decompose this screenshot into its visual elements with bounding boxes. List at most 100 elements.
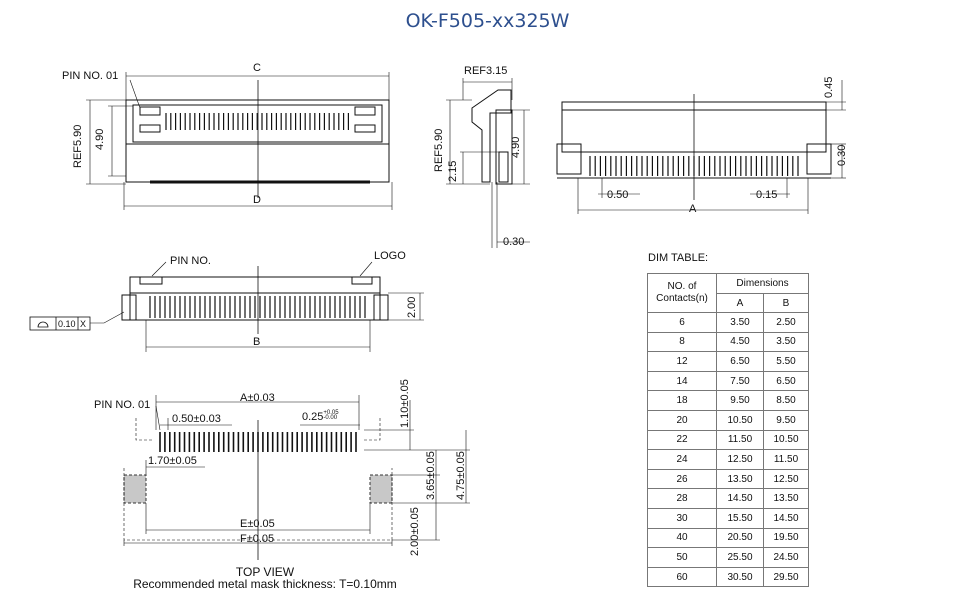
top-view <box>123 395 470 560</box>
dim-b-cell: 14.50 <box>763 507 809 529</box>
bottom-b-label: B <box>253 336 261 348</box>
ref315-label: REF3.15 <box>464 65 508 77</box>
col-a: A <box>716 293 764 313</box>
contacts-cell: 12 <box>647 351 717 372</box>
dim-table-title: DIM TABLE: <box>648 252 709 264</box>
dim-a-cell: 10.50 <box>716 409 764 431</box>
dim-a-cell: 7.50 <box>716 370 764 392</box>
contacts-cell: 14 <box>647 370 717 392</box>
contacts-cell: 40 <box>647 527 717 549</box>
dim-110-label: 1.10±0.05 <box>399 379 411 428</box>
drawing-title: OK-F505-xx325W <box>405 10 570 32</box>
side-490-label: 4.90 <box>510 136 522 158</box>
dim-a-cell: 4.50 <box>716 331 764 353</box>
bottom-pin-label: PIN NO. <box>170 255 211 267</box>
col-b: B <box>763 293 809 313</box>
dim-b-cell: 24.50 <box>763 547 809 568</box>
contacts-cell: 24 <box>647 449 717 470</box>
contacts-cell: 8 <box>647 331 717 353</box>
contacts-cell: 6 <box>647 312 717 333</box>
side-ref590-label: REF5.90 <box>433 128 445 172</box>
dim-b-cell: 11.50 <box>763 449 809 470</box>
dim-a-cell: 9.50 <box>716 390 764 411</box>
dim-200-label: 2.00±0.05 <box>409 507 421 556</box>
dim-475-label: 4.75±0.05 <box>455 451 467 500</box>
dim-a-cell: 25.50 <box>716 547 764 568</box>
dim-b-cell: 29.50 <box>763 566 809 588</box>
dim-a-cell: 20.50 <box>716 527 764 549</box>
contacts-cell: 28 <box>647 488 717 509</box>
contacts-cell: 26 <box>647 468 717 490</box>
f-dim-label: F±0.05 <box>240 533 275 545</box>
dim-b-cell: 8.50 <box>763 390 809 411</box>
dim-b-cell: 3.50 <box>763 331 809 353</box>
dim-b-cell: 10.50 <box>763 429 809 451</box>
front-ref590-label: REF5.90 <box>72 124 84 168</box>
dim-a-cell: 30.50 <box>716 566 764 588</box>
e-dim-label: E±0.05 <box>240 518 275 530</box>
dim-a-cell: 6.50 <box>716 351 764 372</box>
dim-b-cell: 2.50 <box>763 312 809 333</box>
dim-a-cell: 3.50 <box>716 312 764 333</box>
front-pin-01-label: PIN NO. 01 <box>62 70 119 82</box>
dim-170-label: 1.70±0.05 <box>148 455 197 467</box>
right-050-label: 0.50 <box>607 189 629 201</box>
contacts-cell: 20 <box>647 409 717 431</box>
right-a-label: A <box>689 203 697 215</box>
dim-365-label: 3.65±0.05 <box>425 451 437 500</box>
top-view-caption: TOP VIEW <box>235 565 295 579</box>
side-view <box>446 78 530 248</box>
right-view <box>556 80 846 214</box>
right-030-label: 0.30 <box>836 144 848 166</box>
dim-b-cell: 12.50 <box>763 468 809 490</box>
mask-thickness-caption: Recommended metal mask thickness: T=0.10… <box>133 577 397 591</box>
dim-a-cell: 15.50 <box>716 507 764 529</box>
logo-label: LOGO <box>374 250 406 262</box>
bottom-view <box>29 261 424 352</box>
dim-a-cell: 11.50 <box>716 429 764 451</box>
bottom-200-label: 2.00 <box>406 296 418 318</box>
pitch-label: 0.50±0.03 <box>172 413 221 425</box>
side-215-label: 2.15 <box>447 160 459 182</box>
dim-b-cell: 9.50 <box>763 409 809 431</box>
contacts-cell: 60 <box>647 566 717 588</box>
dim-b-cell: 13.50 <box>763 488 809 509</box>
contacts-cell: 22 <box>647 429 717 451</box>
dim-a-cell: 12.50 <box>716 449 764 470</box>
dim-b-cell: 5.50 <box>763 351 809 372</box>
dim-a-cell: 13.50 <box>716 468 764 490</box>
right-015-label: 0.15 <box>756 189 778 201</box>
dim-d-label: D <box>253 194 261 206</box>
pad-width-label: 0.25+0.05-0.00 <box>302 410 339 423</box>
dim-a-cell: 14.50 <box>716 488 764 509</box>
dim-b-cell: 19.50 <box>763 527 809 549</box>
coplanarity-datum: X <box>80 319 87 329</box>
col-dimensions: Dimensions <box>716 273 809 294</box>
contacts-cell: 30 <box>647 507 717 529</box>
a-dim-label: A±0.03 <box>240 392 275 404</box>
dim-c-label: C <box>253 62 261 74</box>
contacts-cell: 50 <box>647 547 717 568</box>
col-contacts: NO. of Contacts(n) <box>647 273 717 313</box>
front-view <box>86 72 393 210</box>
dim-b-cell: 6.50 <box>763 370 809 392</box>
right-045-label: 0.45 <box>823 76 835 98</box>
side-030-label: 0.30 <box>503 236 525 248</box>
front-490-label: 4.90 <box>94 128 106 150</box>
coplanarity-value: 0.10 <box>58 319 76 329</box>
